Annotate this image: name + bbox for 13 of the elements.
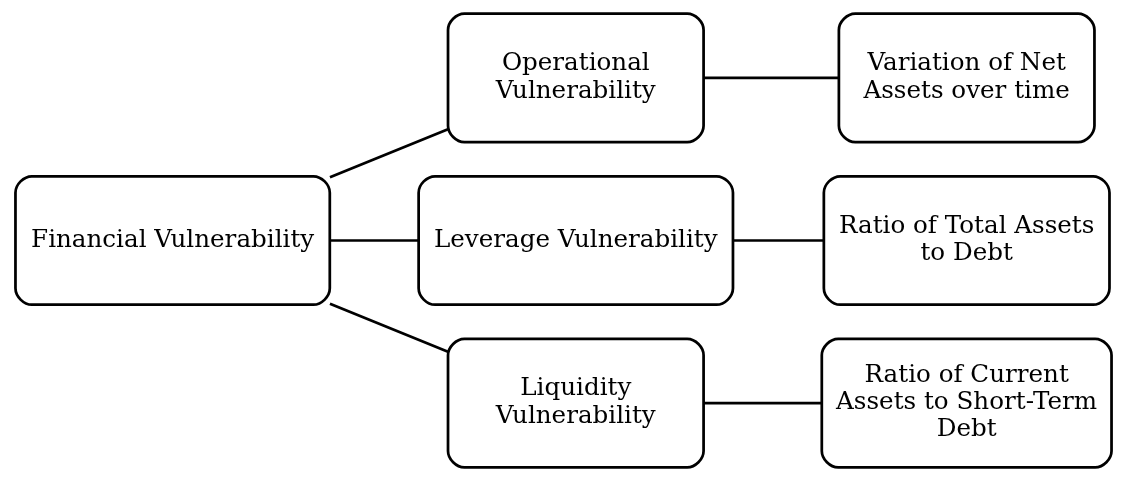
connector — [703, 76, 838, 80]
node-box: Variation of Net Assets over time — [837, 12, 1096, 144]
node-box: Ratio of Current Assets to Short-Term Debt — [819, 337, 1113, 469]
node-box: Operational Vulnerability — [446, 12, 705, 144]
node-box: Leverage Vulnerability — [416, 174, 734, 307]
connector — [329, 239, 418, 242]
connector — [328, 127, 448, 179]
node-box: Liquidity Vulnerability — [446, 337, 705, 469]
node-box: Financial Vulnerability — [13, 174, 331, 307]
connector — [703, 401, 821, 405]
node-box: Ratio of Total Assets to Debt — [822, 174, 1111, 307]
connector — [732, 239, 824, 242]
connector — [328, 302, 448, 354]
